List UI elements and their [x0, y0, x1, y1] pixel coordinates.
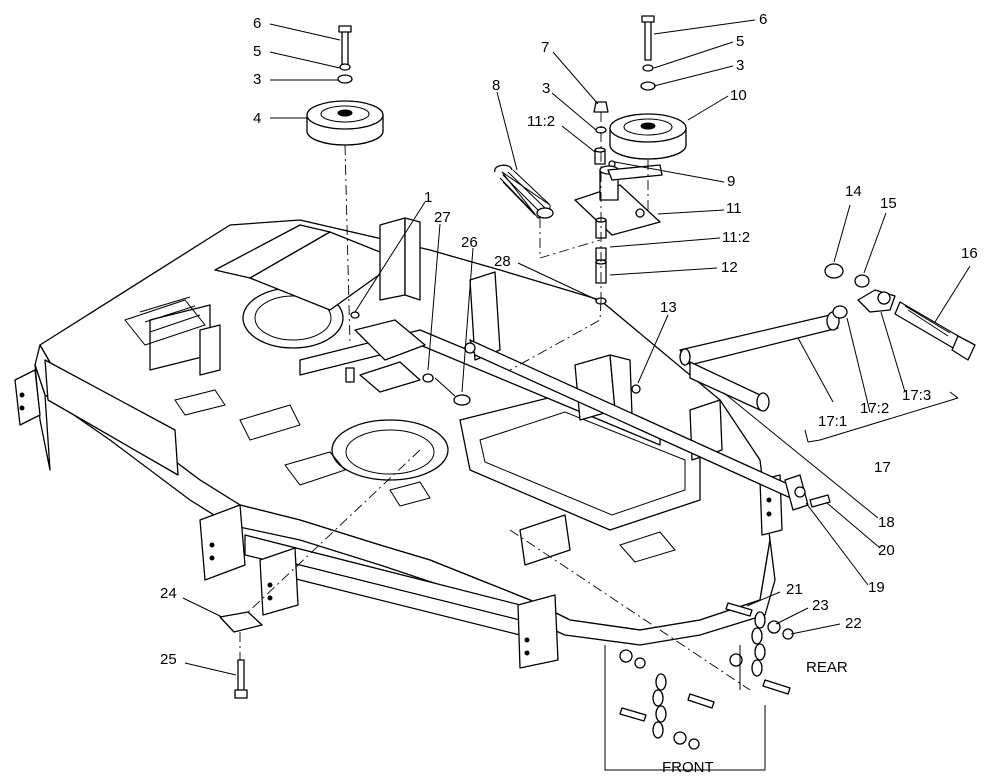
callout-17-3: 17:3 [902, 387, 931, 404]
left-pulley-assembly [306, 25, 384, 146]
callout-4: 4 [253, 110, 261, 127]
leader-lines [182, 19, 971, 676]
callout-15: 15 [880, 195, 897, 212]
callout-5-left: 5 [253, 43, 261, 60]
callout-12: 12 [721, 259, 738, 276]
callout-19: 19 [868, 579, 885, 596]
callout-7: 7 [541, 39, 549, 56]
callout-17: 17 [874, 459, 891, 476]
right-pulley-assembly [609, 15, 687, 160]
group-brackets [604, 391, 959, 771]
idler-arm-assembly [574, 101, 663, 305]
idler-spring [494, 164, 554, 219]
callout-25: 25 [160, 651, 177, 668]
callout-11-2-lower: 11:2 [722, 229, 750, 246]
chain-hardware-front [619, 649, 715, 750]
callout-8: 8 [492, 77, 500, 94]
skid-plate-and-bolt [219, 611, 263, 699]
callout-21: 21 [786, 581, 803, 598]
deck-small-hardware [345, 311, 831, 508]
callout-28: 28 [494, 253, 511, 270]
callout-17-1: 17:1 [818, 413, 847, 430]
callout-5-right: 5 [736, 33, 744, 50]
callout-23: 23 [812, 597, 829, 614]
chain-hardware-rear [725, 602, 794, 695]
callout-3-right: 3 [736, 57, 744, 74]
deck-housing [14, 217, 783, 669]
callout-22: 22 [845, 615, 862, 632]
rear-cross-shaft [469, 339, 809, 511]
callout-11: 11 [726, 200, 742, 217]
callout-17-2: 17:2 [860, 400, 889, 417]
callout-24: 24 [160, 585, 177, 602]
callout-18: 18 [878, 514, 895, 531]
callout-10: 10 [730, 87, 747, 104]
callout-27: 27 [434, 209, 451, 226]
callout-16: 16 [961, 245, 978, 262]
callout-13: 13 [660, 299, 677, 316]
callout-9: 9 [727, 173, 735, 190]
callout-14: 14 [845, 183, 862, 200]
callout-20: 20 [878, 542, 895, 559]
rear-label: REAR [806, 659, 848, 676]
callout-3-left: 3 [253, 71, 261, 88]
callout-26: 26 [461, 234, 478, 251]
callout-6-left: 6 [253, 15, 261, 32]
front-label: FRONT [662, 759, 714, 776]
callout-labels: 6 5 3 4 6 5 3 10 7 3 11:2 8 9 11 11:2 12… [160, 11, 978, 776]
rod-end-hardware [824, 263, 976, 361]
callout-3-center: 3 [542, 80, 550, 97]
alignment-lines [239, 112, 751, 691]
lift-arm-assembly [679, 311, 840, 412]
callout-6-right: 6 [759, 11, 767, 28]
callout-1: 1 [424, 189, 432, 206]
callout-11-2-upper: 11:2 [527, 113, 555, 130]
